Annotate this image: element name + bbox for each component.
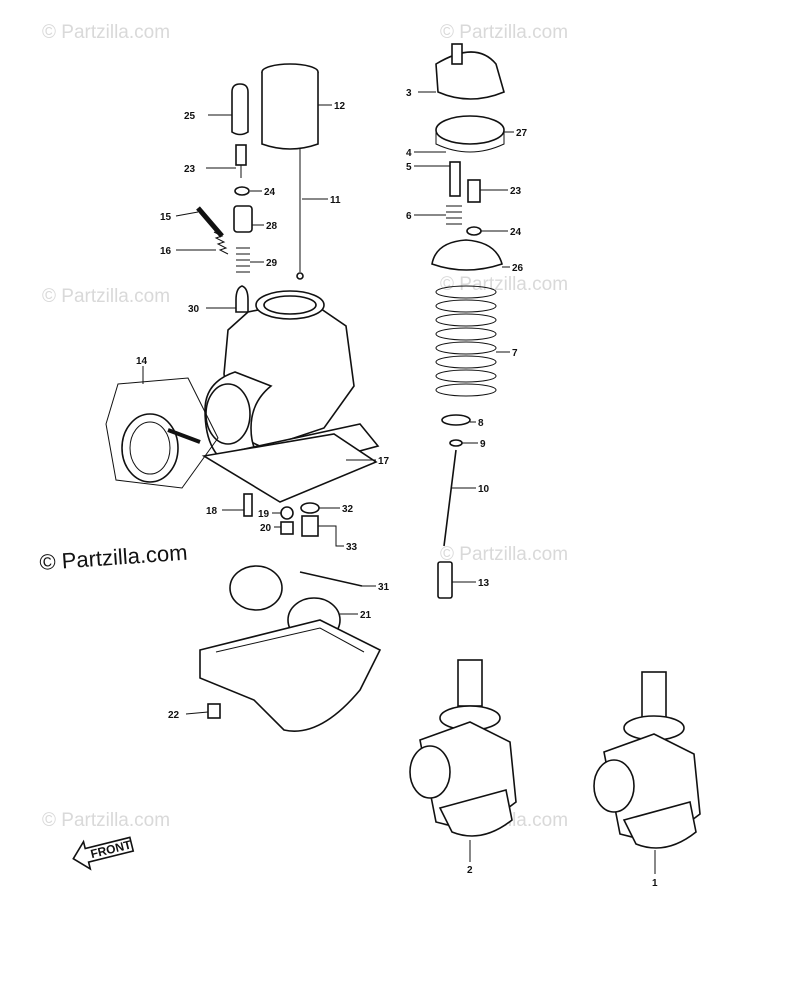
part-28-fitting [233,205,253,233]
part-3-top-cap [435,51,505,100]
callout-24-right: 24 [510,227,522,238]
part-13-jet [437,561,453,599]
part-19-washer [280,506,294,520]
carb-intake-mouth [205,383,251,445]
callout-11: 11 [330,195,341,206]
callout-27: 25 [184,111,196,122]
leader-lines [142,91,514,715]
callout-3: 3 [406,88,412,99]
part-30-plug [235,285,249,313]
part-15-screw [196,206,224,238]
part-16-spring [213,231,229,255]
callout-17: 17 [378,456,390,467]
callout-29: 29 [266,258,278,269]
callout-32: 32 [342,504,354,515]
part-7-spring [435,285,497,397]
watermark: © Partzilla.com [42,286,170,307]
callout-13: 13 [478,578,490,589]
part-33-jet [301,515,319,537]
callout-18: 18 [206,506,218,517]
part-21-float [229,565,283,611]
part-11-needle-tip [296,272,304,280]
assembled-carb-2 [409,659,517,862]
part-18-screw [243,493,253,517]
part-6-spring [446,205,462,225]
part-17-gasket [201,433,378,503]
watermark: © Partzilla.com [440,274,568,295]
callout-25: 27 [516,128,528,139]
part-29-spring [236,247,250,273]
callout-20: 20 [260,523,272,534]
callout-5: 5 [406,162,412,173]
carb-top-inner [263,295,317,315]
callout-7: 7 [512,348,518,359]
callout-23-left: 23 [184,164,196,175]
part-8-clip [441,414,471,426]
left-assembly [105,63,382,732]
callout-16: 16 [160,246,172,257]
watermark: © Partzilla.com [440,22,568,43]
part-26-cap [431,239,503,271]
part-14-clamp [121,413,179,483]
callout-33: 33 [346,542,358,553]
callout-2: 2 [467,865,473,876]
part-25-ring [435,115,505,145]
part-24-nut [234,186,250,196]
float-bowl [199,619,382,732]
part-10-needle [443,449,457,547]
watermark-main: © Partzilla.com [39,540,189,575]
callout-12: 12 [334,101,346,112]
callout-30: 30 [188,304,200,315]
watermark: © Partzilla.com [42,22,170,43]
callout-15: 15 [160,212,172,223]
callout-4: 4 [406,148,412,159]
watermark: © Partzilla.com [440,544,568,565]
callout-1: 1 [652,878,658,889]
callout-31: 31 [378,582,390,593]
part-9-clip [449,439,463,447]
callout-23-right: 23 [510,186,522,197]
part-20-jet [280,521,294,535]
callout-26: 26 [512,263,524,274]
assembled-carb-1 [593,671,701,874]
callout-10: 10 [478,484,490,495]
part-22-plug [207,703,221,719]
callout-22: 22 [168,710,180,721]
callouts: 12 25 23 24 11 15 28 16 29 30 14 17 18 1… [136,88,658,889]
part-23-adjuster [235,144,247,166]
callout-19: 19 [258,509,270,520]
part-23-adjuster [467,179,481,203]
front-arrow-icon [72,836,135,871]
part-5-screw [449,161,461,197]
callout-6: 6 [406,211,412,222]
part-14-bracket [105,377,219,489]
right-assembly [431,43,505,599]
front-arrow: FRONT [72,836,135,871]
callout-24-left: 24 [264,187,276,198]
part-31-pin [299,571,363,587]
front-label: FRONT [89,837,133,861]
part-32-oring [300,502,320,514]
callout-9: 9 [480,439,486,450]
callout-8: 8 [478,418,484,429]
callout-28: 28 [266,221,278,232]
part-3-nipple [451,43,463,65]
watermark: © Partzilla.com [42,810,170,831]
part-24-nut [466,226,482,236]
part-12-slide [261,72,319,150]
callout-21: 21 [360,610,372,621]
callout-14: 14 [136,356,148,367]
part-27-cap [231,83,249,136]
